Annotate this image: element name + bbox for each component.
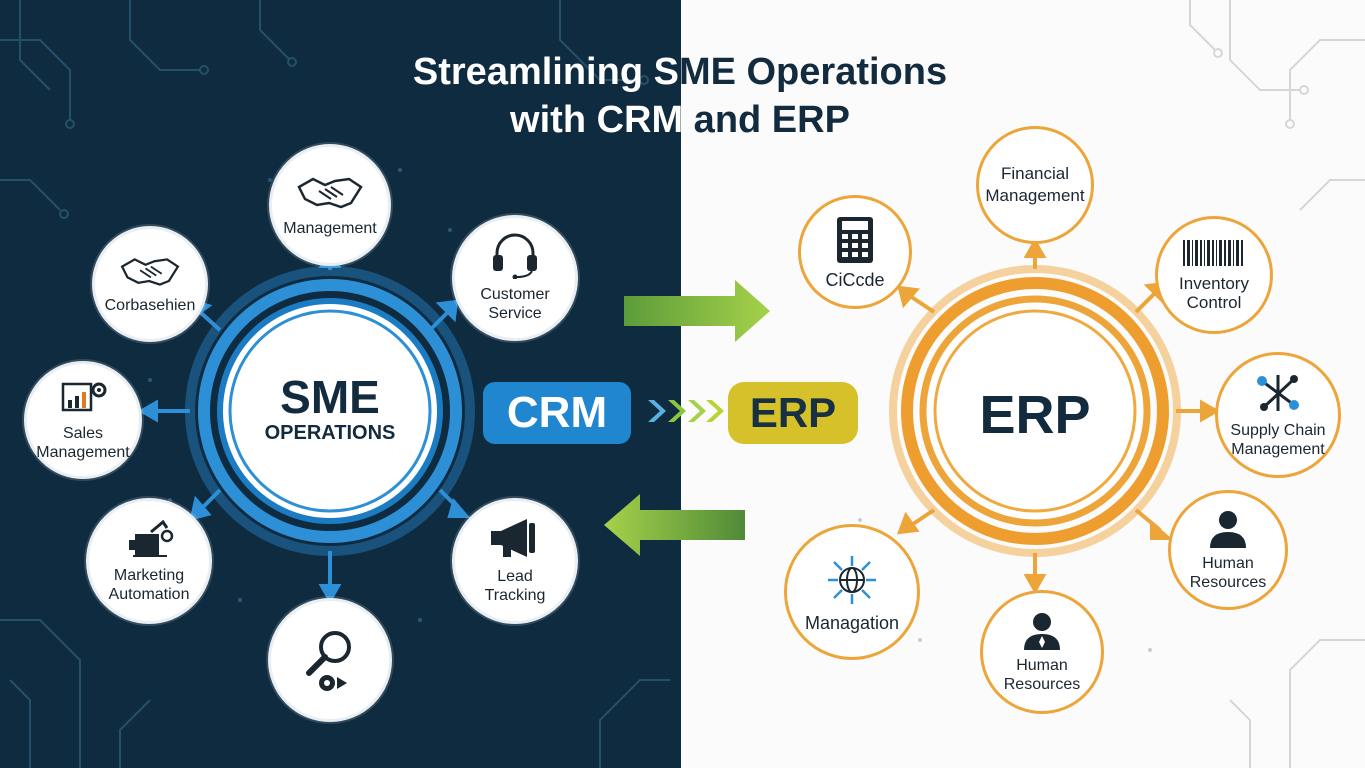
crm-node-label: Customer Service (480, 286, 550, 322)
title-line-2: with CRM and ERP (300, 96, 1060, 144)
crm-node-search[interactable] (268, 598, 392, 722)
handshake-icon (120, 257, 180, 286)
calculator-icon (837, 216, 873, 263)
erp-node-human-resources-bottom[interactable]: Human Resources (980, 590, 1104, 714)
erp-node-managation[interactable]: Managation (784, 524, 920, 660)
person-icon (1210, 511, 1246, 548)
magnifier-icon (306, 631, 351, 691)
erp-node-human-resources-right[interactable]: Human Resources (1168, 490, 1288, 610)
erp-node-label: Managation (804, 612, 900, 633)
crm-pill: CRM (483, 382, 631, 444)
globe-icon (828, 555, 876, 604)
title-line-1: Streamlining SME Operations (300, 48, 1060, 96)
erp-node-financial-management[interactable]: Financial Management (976, 126, 1094, 244)
megaphone-icon (491, 519, 535, 557)
crm-node-label: Management (283, 219, 377, 237)
crm-node-lead-tracking[interactable]: Lead Tracking (452, 498, 578, 624)
crm-node-label: Marketing Automation (108, 567, 190, 603)
erp-node-cicode[interactable]: CiCcde (798, 195, 912, 309)
crm-node-corbasehien[interactable]: Corbasehien (92, 226, 208, 342)
crm-hub-subtitle: OPERATIONS (264, 422, 396, 444)
crm-node-label: Lead Tracking (484, 568, 546, 604)
crm-node-management[interactable]: Management (269, 144, 391, 266)
crm-node-label: Corbasehien (104, 296, 196, 314)
erp-hub-title: ERP (979, 385, 1091, 445)
barcode-icon (1183, 240, 1243, 266)
erp-node-inventory-control[interactable]: Inventory Control (1155, 216, 1273, 334)
chart-icon (61, 382, 107, 412)
erp-node-supply-chain[interactable]: Supply Chain Management (1215, 352, 1341, 478)
marketing-icon (129, 519, 174, 557)
erp-node-label: Inventory Control (1179, 274, 1249, 312)
erp-node-label: Supply Chain Management (1230, 422, 1326, 458)
page-title: Streamlining SME Operations with CRM and… (300, 48, 1060, 144)
erp-node-label: Human Resources (1189, 555, 1267, 591)
erp-node-label: CiCcde (825, 269, 885, 290)
crm-hub: SME OPERATIONS (230, 372, 430, 445)
network-icon (1257, 375, 1299, 411)
handshake-icon (297, 177, 363, 208)
headset-icon (493, 233, 537, 279)
person-icon (1024, 613, 1060, 650)
crm-node-label: Sales Management (36, 425, 130, 461)
crm-hub-title: SME (280, 371, 380, 423)
erp-pill: ERP (728, 382, 858, 444)
erp-node-label: Financial Management (985, 164, 1085, 205)
crm-node-marketing-automation[interactable]: Marketing Automation (86, 498, 212, 624)
erp-node-label: Human Resources (1003, 657, 1081, 693)
crm-node-sales-management[interactable]: Sales Management (24, 361, 142, 479)
crm-node-customer-service[interactable]: Customer Service (452, 215, 578, 341)
